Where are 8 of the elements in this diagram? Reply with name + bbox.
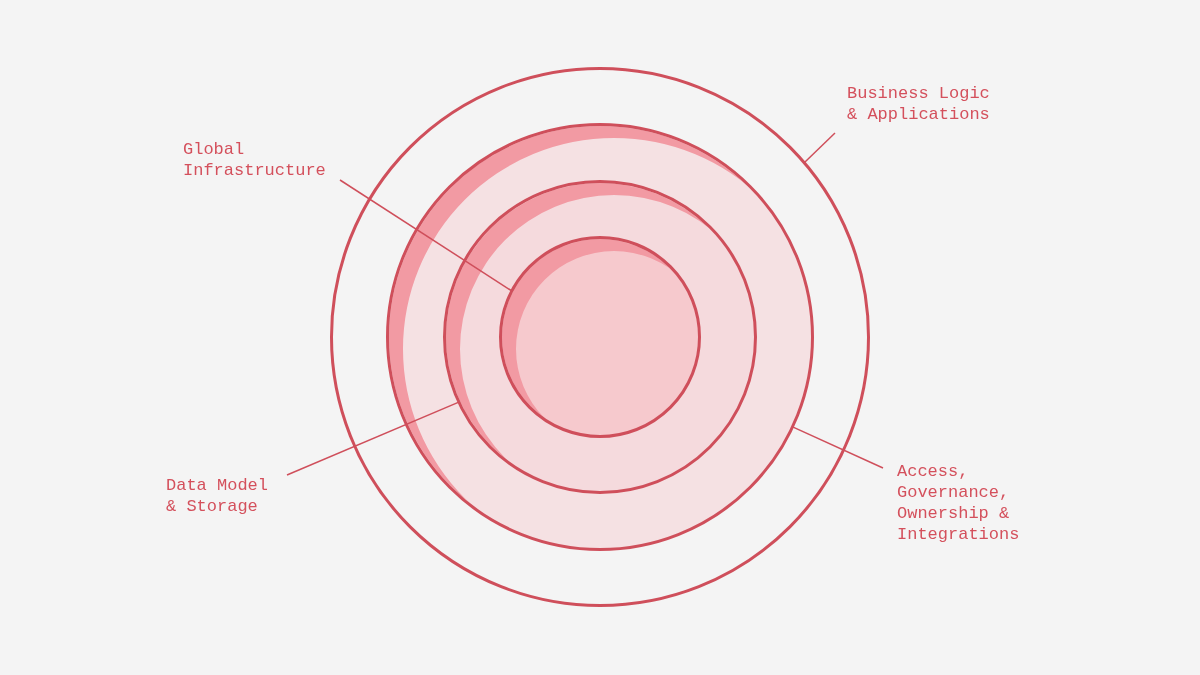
label-text: Data Model & Storage bbox=[166, 475, 279, 517]
label-text: Global Infrastructure bbox=[183, 139, 336, 181]
leader-line bbox=[286, 401, 460, 476]
label-text: Business Logic & Applications bbox=[847, 83, 1000, 125]
leader-line bbox=[339, 179, 513, 292]
leader-line bbox=[791, 426, 884, 469]
leader-line bbox=[803, 132, 836, 164]
label-text: Access, Governance, Ownership & Integrations bbox=[897, 461, 1040, 545]
